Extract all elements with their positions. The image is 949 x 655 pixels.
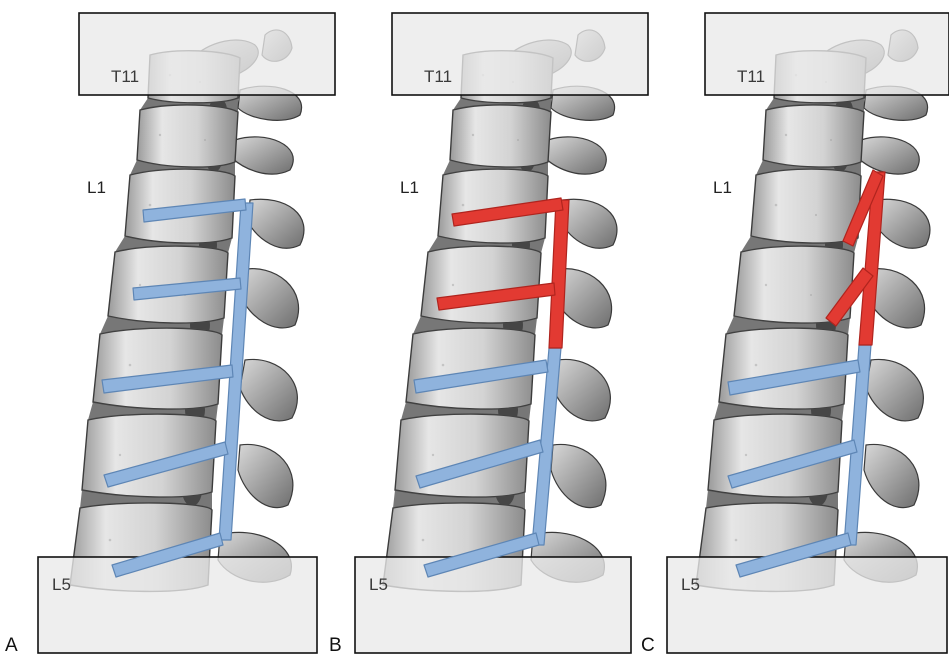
bottom-box-label: L5 [52,575,71,594]
top-box-label: T11 [111,67,139,86]
level-label: L1 [713,178,732,197]
panel-letter: A [5,635,18,655]
level-label: L1 [400,178,419,197]
spine-illustration [696,30,930,592]
spine-illustration [383,30,617,592]
rod-upper-failed [549,200,569,348]
panel-b: T11 L5 L1 B [329,13,648,655]
top-box-label: T11 [737,67,765,86]
panel-c: T11 L5 L1 C [641,13,949,655]
spine-illustration [70,30,304,592]
bottom-box [355,557,631,653]
bottom-box-label: L5 [681,575,700,594]
bottom-box-label: L5 [369,575,388,594]
bottom-box [667,557,947,653]
bottom-box [38,557,317,653]
panel-a: T11 L5 L1 A [5,13,335,655]
top-box-label: T11 [424,67,452,86]
panel-letter: C [641,635,655,655]
level-label: L1 [87,178,106,197]
panel-letter: B [329,635,342,655]
